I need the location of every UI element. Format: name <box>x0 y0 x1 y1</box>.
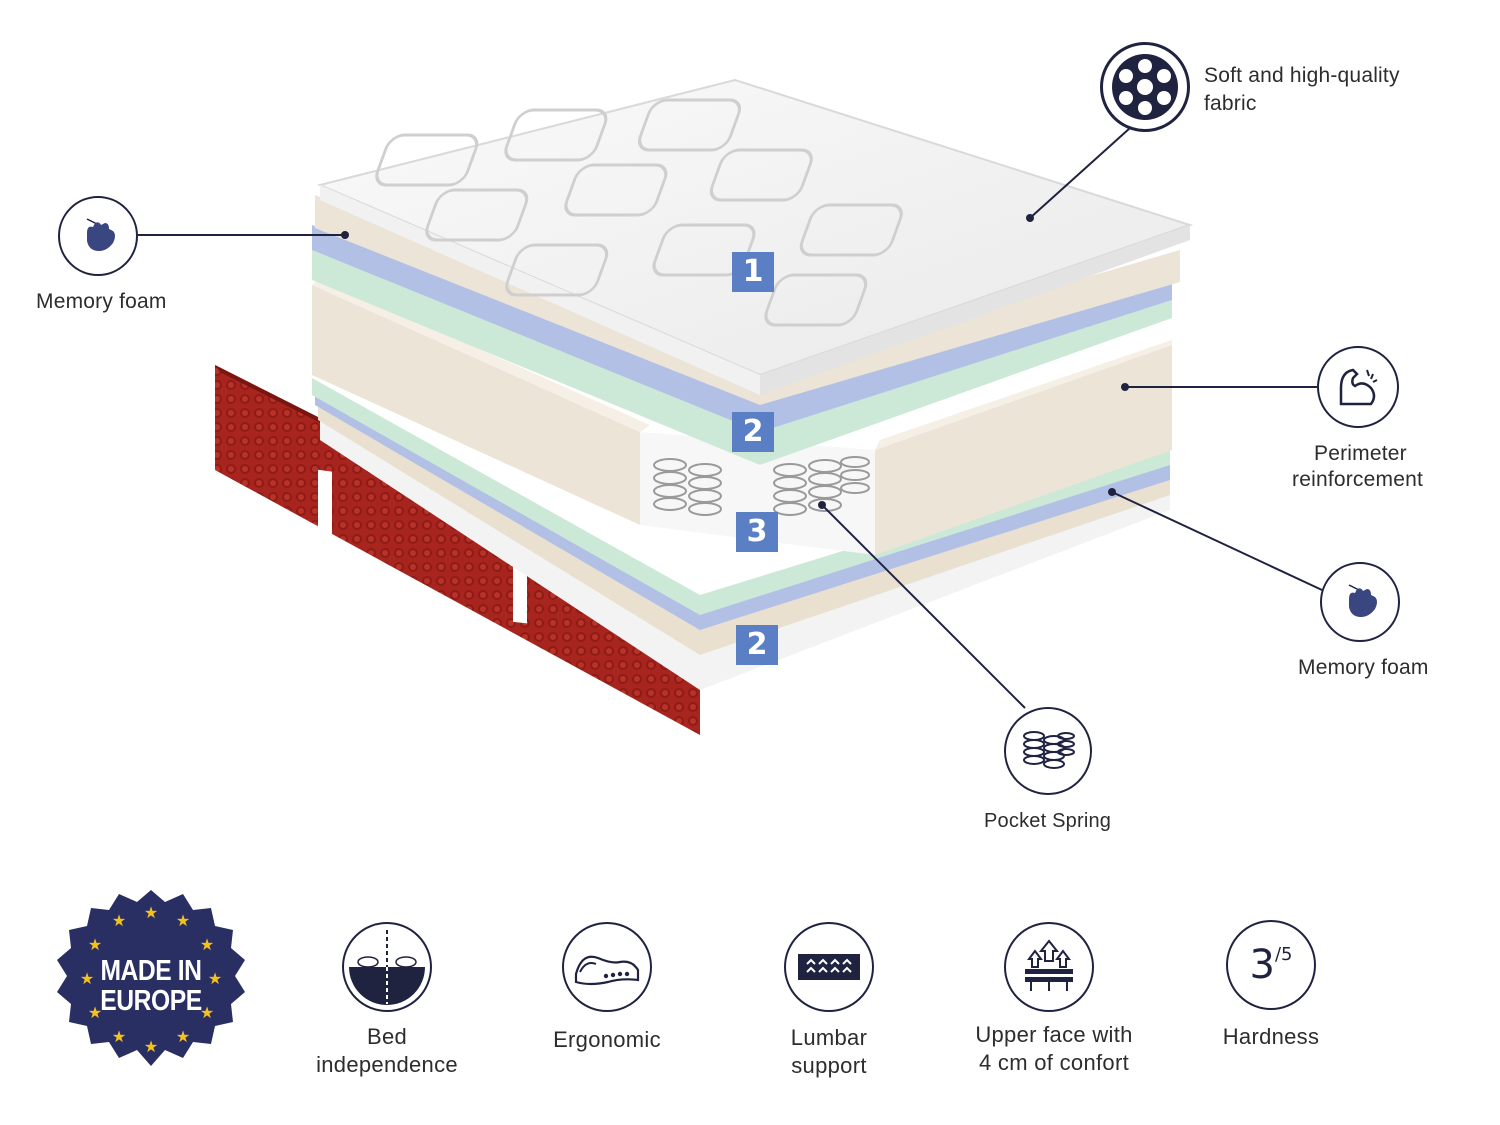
svg-text:★: ★ <box>80 969 94 988</box>
svg-text:★: ★ <box>112 1027 126 1046</box>
hardness-value: 3 <box>1249 942 1275 988</box>
layer-badge-2-top: 2 <box>732 412 774 452</box>
svg-text:★: ★ <box>88 1003 102 1022</box>
fabric-label-line2: fabric <box>1204 92 1257 115</box>
svg-text:★: ★ <box>208 969 222 988</box>
lumbar-support-icon <box>784 922 874 1012</box>
memory-foam-left-label: Memory foam <box>36 290 167 313</box>
made-in-europe-badge: ★ ★ ★ ★ ★ ★ ★ ★ ★ ★ ★ ★ MADE IN EUROPE <box>55 888 247 1080</box>
ergonomic-pillow-icon <box>562 922 652 1012</box>
badge-line2: EUROPE <box>100 985 202 1017</box>
svg-text:★: ★ <box>200 935 214 954</box>
perimeter-label-line2: reinforcement <box>1292 468 1423 491</box>
muscle-arm-icon <box>1317 346 1399 428</box>
svg-text:★: ★ <box>176 911 190 930</box>
mattress-upper-layers <box>312 195 1180 465</box>
hardness-icon: 3/5 <box>1226 920 1316 1010</box>
hardness-scale: /5 <box>1274 944 1293 965</box>
feature-lumbar-label-line1: Lumbar <box>790 1025 868 1050</box>
svg-text:★: ★ <box>176 1027 190 1046</box>
leader-lines <box>138 127 1323 709</box>
memory-foam-hand-icon <box>58 196 138 276</box>
feature-lumbar-label-line2: support <box>791 1053 867 1078</box>
upper-face-icon <box>1004 922 1094 1012</box>
feature-ergonomic-label: Ergonomic <box>553 1027 661 1052</box>
layer-badge-3: 3 <box>736 512 778 552</box>
mattress-quilted-top <box>316 78 1194 395</box>
memory-foam-right-label: Memory foam <box>1298 656 1429 679</box>
fabric-icon <box>1100 42 1190 132</box>
pocket-spring-label: Pocket Spring <box>984 810 1112 832</box>
feature-upper-face-label-line1: Upper face with <box>975 1022 1133 1047</box>
feature-bed-label-line2: independence <box>316 1052 458 1077</box>
perimeter-label-line1: Perimeter <box>1314 442 1407 465</box>
feature-bed-label-line1: Bed <box>366 1024 408 1049</box>
svg-text:★: ★ <box>112 911 126 930</box>
svg-text:★: ★ <box>144 903 158 922</box>
layer-badge-1: 1 <box>732 252 774 292</box>
svg-text:★: ★ <box>144 1037 158 1056</box>
mattress-core <box>312 278 1172 555</box>
feature-hardness-label: Hardness <box>1222 1024 1320 1049</box>
bed-independence-icon <box>342 922 432 1012</box>
layer-badge-2-bottom: 2 <box>736 625 778 665</box>
svg-text:★: ★ <box>200 1003 214 1022</box>
badge-line1: MADE IN <box>100 955 202 987</box>
memory-foam-hand-icon-right <box>1320 562 1400 642</box>
svg-text:★: ★ <box>88 935 102 954</box>
feature-upper-face-label-line2: 4 cm of confort <box>978 1050 1129 1075</box>
pocket-spring-icon <box>1004 707 1092 795</box>
fabric-label-line1: Soft and high-quality <box>1204 64 1400 87</box>
